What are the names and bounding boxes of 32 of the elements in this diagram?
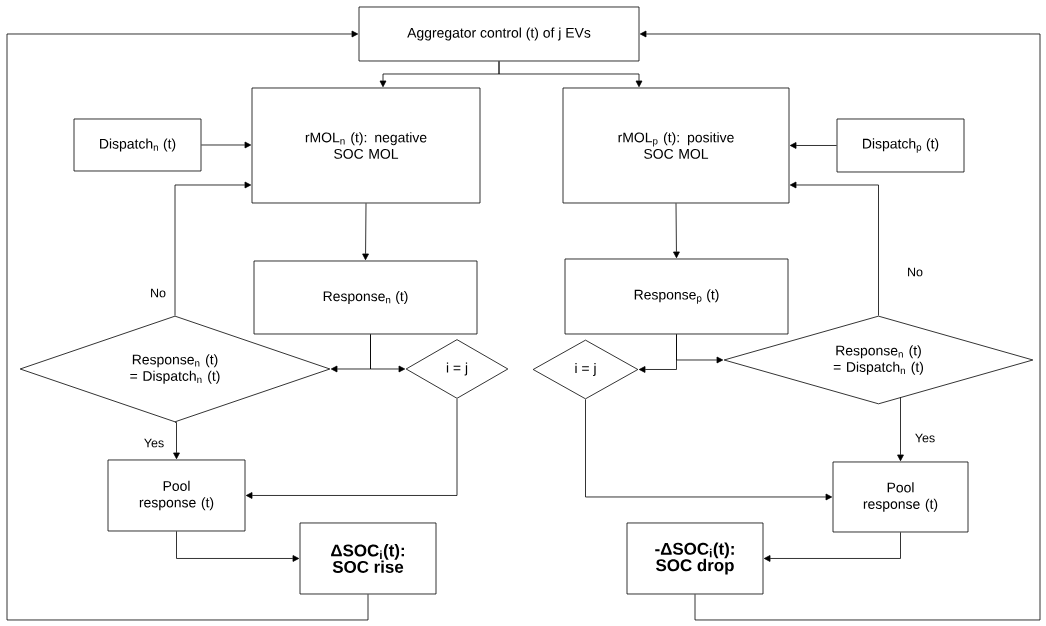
process-box: Pool response (t) <box>832 461 969 533</box>
process-box: Response$_{p}$ (t) <box>564 258 789 335</box>
process-box: rMOL$_{p}$ (t): positive SOC MOL <box>562 87 790 204</box>
edge-label: Yes <box>142 437 166 449</box>
arrow <box>176 531 300 562</box>
edge-label: Yes <box>913 432 937 444</box>
process-box: rMOL$_{n}$ (t): negative SOC MOL <box>251 87 481 204</box>
edge-label: No <box>906 266 924 278</box>
arrow <box>173 422 180 460</box>
arrow <box>639 30 1041 621</box>
arrow <box>676 334 724 364</box>
arrow <box>789 142 837 149</box>
process-box: Aggregator control (t) of j EVs <box>358 6 640 62</box>
arrow <box>498 61 643 88</box>
arrow <box>763 532 901 562</box>
arrow <box>673 203 680 259</box>
arrow <box>897 397 904 462</box>
arrow <box>585 399 833 501</box>
arrow <box>6 30 369 621</box>
process-box: -ΔSOC$_{i}$(t): SOC drop <box>626 522 764 595</box>
arrow <box>174 181 252 316</box>
process-box: Dispatch$_{p}$ (t) <box>836 118 965 173</box>
arrow <box>789 181 879 316</box>
edge-label: No <box>149 287 167 299</box>
process-box: Response$_{n}$ (t) <box>253 260 478 335</box>
arrow <box>362 203 369 261</box>
arrow <box>201 141 252 149</box>
arrow <box>370 334 406 373</box>
arrow <box>245 398 458 499</box>
process-box: Pool response (t) <box>107 459 246 532</box>
process-box: ΔSOC$_{i}$(t): SOC rise <box>299 522 437 595</box>
process-box: Dispatch$_{n}$ (t) <box>73 118 202 172</box>
